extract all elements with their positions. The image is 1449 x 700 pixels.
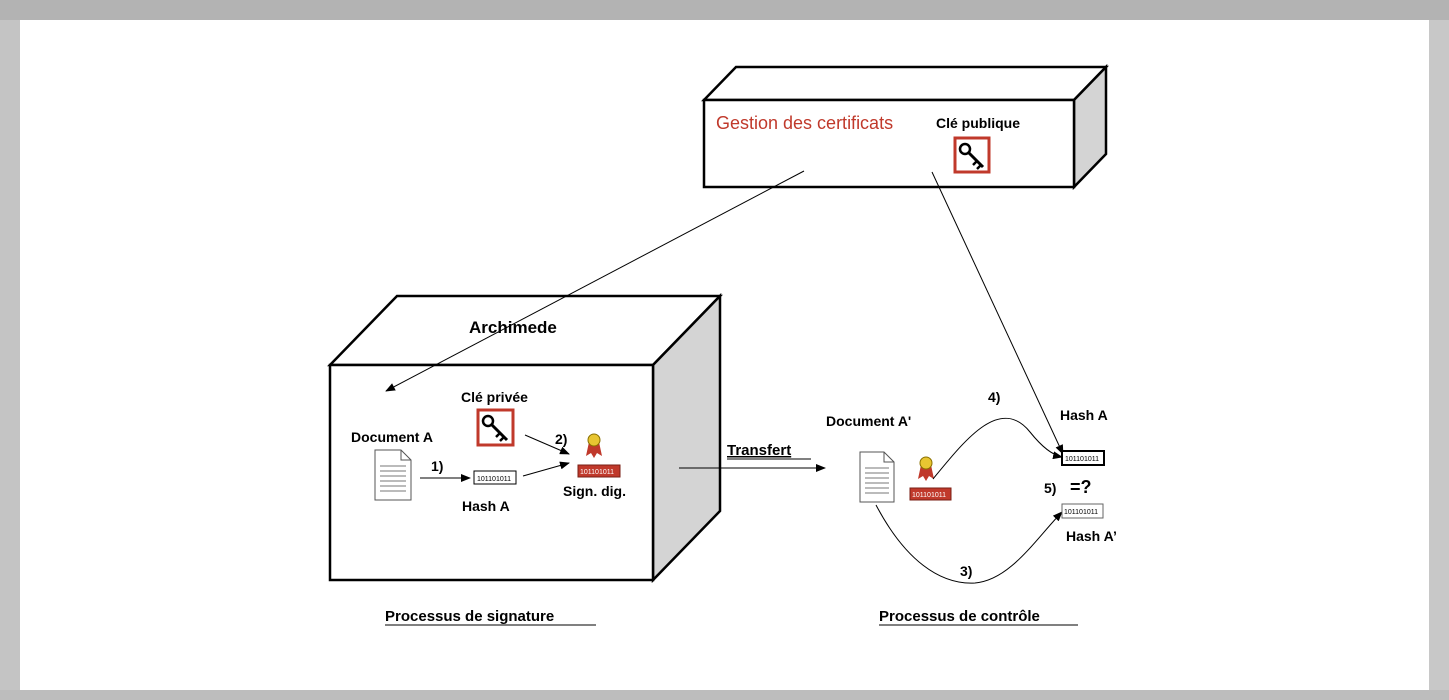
document-icon: [859, 451, 895, 503]
ribbon-seal-icon: [918, 456, 934, 481]
transfer-label: Transfert: [727, 442, 791, 459]
hash-a-bits: 101101011: [477, 476, 511, 483]
hash-a-prime-bits: 101101011: [1064, 509, 1098, 516]
key-icon: [476, 408, 515, 447]
signature-label: Sign. dig.: [563, 483, 626, 499]
window-frame-top: [0, 0, 1449, 20]
key-to-signature-arrow: [524, 434, 570, 455]
hash-a-result-label: Hash A: [1060, 407, 1108, 423]
window-frame-left: [0, 20, 20, 690]
hash-a-label: Hash A: [462, 498, 510, 514]
control-signature-bits: 101101011: [912, 492, 946, 499]
step-2-label: 2): [555, 431, 567, 447]
hash-to-signature-arrow: [522, 461, 570, 477]
step-5-label: 5): [1044, 480, 1056, 496]
private-key-label: Clé privée: [461, 389, 528, 405]
control-process-caption: Processus de contrôle: [879, 608, 1040, 625]
decrypt-signature-arrow: [932, 417, 1063, 480]
key-icon: [953, 136, 991, 174]
public-key-label: Clé publique: [936, 115, 1020, 131]
signature-block: [909, 487, 952, 501]
hash-a-result-box: [1061, 450, 1105, 466]
signature-process-caption: Processus de signature: [385, 608, 554, 625]
step-4-label: 4): [988, 389, 1000, 405]
hash-a-prime-box: [1061, 503, 1104, 519]
ribbon-seal-icon: [586, 433, 602, 458]
hash-a-box: [473, 470, 517, 485]
document-a-prime-label: Document A': [826, 413, 911, 429]
window-frame-bottom: [0, 690, 1449, 700]
certificate-box-title: Gestion des certificats: [716, 113, 893, 133]
private-key-arrow: [385, 170, 805, 392]
document-icon: [374, 449, 412, 501]
document-a-label: Document A: [351, 429, 433, 445]
step-1-label: 1): [431, 458, 443, 474]
archimede-title: Archimede: [469, 318, 557, 337]
certificate-box: [701, 63, 1109, 191]
signature-bits: 101101011: [580, 469, 614, 476]
signature-block: [577, 464, 621, 478]
hash-a-result-bits: 101101011: [1065, 456, 1099, 463]
rehash-document-arrow: [875, 504, 1063, 584]
step-3-label: 3): [960, 563, 972, 579]
hash-a-prime-label: Hash A’: [1066, 528, 1117, 544]
compare-symbol: =?: [1070, 477, 1092, 497]
public-key-arrow: [931, 171, 1064, 455]
window-frame-right: [1429, 20, 1449, 690]
